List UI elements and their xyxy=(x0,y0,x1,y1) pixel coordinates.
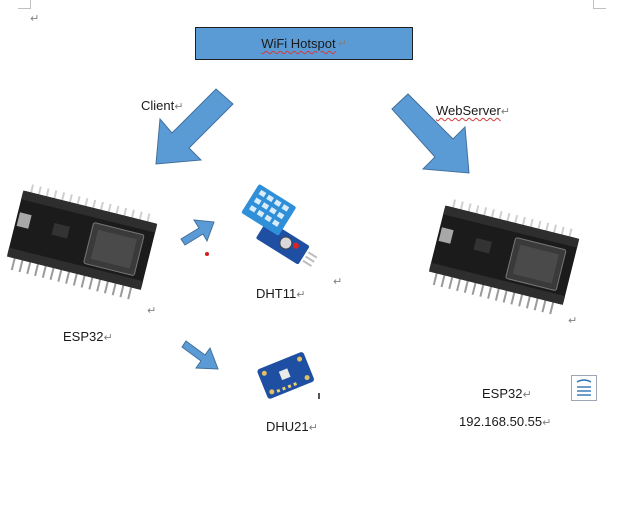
red-dot xyxy=(205,252,209,256)
anchor-mark xyxy=(318,393,320,399)
dhu21-label: DHU21 xyxy=(266,419,309,434)
client-label: Client xyxy=(141,98,175,113)
webserver-label-group: WebServer↵ xyxy=(436,103,510,118)
paragraph-mark: ↵ xyxy=(296,289,306,301)
dhu21-label-group: DHU21↵ xyxy=(266,419,318,434)
paragraph-mark: ↵ xyxy=(522,389,532,401)
paragraph-mark: ↵ xyxy=(174,101,184,113)
dht11-label: DHT11 xyxy=(256,286,297,301)
server-esp32-label: ESP32 xyxy=(482,386,523,401)
paragraph-mark: ↵ xyxy=(30,13,40,25)
layout-options-icon[interactable] xyxy=(571,375,597,401)
paragraph-mark: ↵ xyxy=(147,305,157,317)
client-esp32-label-group: ESP32↵ xyxy=(63,329,113,344)
paragraph-mark: ↵ xyxy=(542,417,552,429)
server-ip-label: 192.168.50.55 xyxy=(459,414,543,429)
dht11-label-group: DHT11↵ xyxy=(256,286,305,301)
client-esp32-label: ESP32 xyxy=(63,329,104,344)
paragraph-mark: ↵ xyxy=(337,38,347,50)
wifi-hotspot-box[interactable]: WiFi Hotspot ↵ xyxy=(195,27,413,60)
server-esp32-label-group: ESP32↵ xyxy=(482,386,532,401)
paragraph-mark: ↵ xyxy=(103,332,113,344)
page-corner-mark xyxy=(593,0,606,9)
dhu21-sensor-image xyxy=(257,352,314,399)
page-corner-mark xyxy=(18,0,31,9)
client-esp32-board-image xyxy=(6,184,158,300)
paragraph-mark: ↵ xyxy=(568,315,578,327)
server-esp32-board-image xyxy=(428,199,580,315)
wifi-hotspot-label: WiFi Hotspot xyxy=(261,36,336,51)
paragraph-mark: ↵ xyxy=(308,422,318,434)
paragraph-mark: ↵ xyxy=(500,106,511,118)
paragraph-mark: ↵ xyxy=(333,276,343,288)
dht11-sensor-image xyxy=(241,184,318,267)
client-label-group: Client↵ xyxy=(141,98,183,113)
webserver-label: WebServer xyxy=(436,103,501,118)
server-ip-label-group: 192.168.50.55↵ xyxy=(459,414,551,429)
